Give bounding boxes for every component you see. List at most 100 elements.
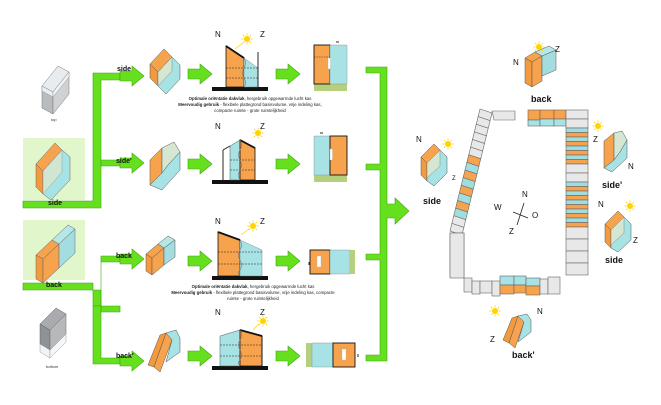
row1-arrow-3 xyxy=(275,63,301,85)
site-unit-greenhouse xyxy=(565,208,589,214)
site-unit xyxy=(565,172,589,183)
caption-text: , hergebruik opgewarmde lucht kas xyxy=(247,284,315,289)
row4-arrow-3 xyxy=(275,345,301,367)
row1-arrow-label: side xyxy=(117,66,132,73)
caption-text: , hergebruik opgewarmde lucht kas xyxy=(244,96,312,101)
compass-north: N xyxy=(522,190,528,199)
row1-arrow-2 xyxy=(187,63,213,85)
site-unit-base xyxy=(565,159,589,165)
caption-bold: Optimale oriëntatie dakvlak xyxy=(191,284,248,289)
site-unit xyxy=(565,262,589,276)
top-volume-icon xyxy=(41,65,70,115)
side-label: side xyxy=(48,200,63,207)
caption-bold: Meervoudig gebruik xyxy=(171,290,213,295)
callout-side-left-icon xyxy=(420,138,454,187)
site-unit-greenhouse xyxy=(565,199,589,205)
site-unit-greenhouse xyxy=(565,217,589,223)
row3-plan xyxy=(308,249,355,275)
back-label: back xyxy=(46,282,62,289)
row4-section-drawing xyxy=(212,315,269,370)
callout-side-left-south: Z xyxy=(452,176,456,182)
row1-south: Z xyxy=(260,30,265,39)
site-unit-greenhouse xyxy=(565,136,589,142)
site-unit-base xyxy=(565,150,589,156)
site-unit xyxy=(565,250,589,264)
row2-north: N xyxy=(215,122,221,131)
row3-arrow-2 xyxy=(187,250,213,272)
site-unit-greenhouse xyxy=(565,145,589,151)
bottom-label: bottom xyxy=(46,364,59,369)
callout-side-prime-label: side' xyxy=(602,180,623,190)
callout-side-prime-north: N xyxy=(628,162,634,171)
back-volume-icon xyxy=(35,224,76,284)
callout-side-right-north: N xyxy=(598,200,604,209)
site-unit xyxy=(565,238,589,252)
callout-back-prime-south: Z xyxy=(490,335,495,344)
row4-plan xyxy=(306,342,359,368)
side-volume-icon xyxy=(35,142,71,201)
row2-arrow-label: side' xyxy=(116,158,132,165)
site-unit-base xyxy=(565,186,589,192)
site-unit-greenhouse xyxy=(565,181,589,187)
row3-arrow-3 xyxy=(275,250,301,272)
callout-side-right-icon xyxy=(604,200,636,253)
site-unit xyxy=(491,110,516,121)
row3-south: Z xyxy=(260,217,265,226)
callout-back-south: Z xyxy=(555,45,560,54)
site-unit-base xyxy=(565,141,589,147)
row2-plan xyxy=(313,132,348,182)
callout-back-prime-label: back' xyxy=(512,350,535,360)
site-unit-base xyxy=(565,132,589,138)
row3-caption: Optimale oriëntatie dakvlak, hergebruik … xyxy=(148,284,358,302)
caption-text: ruimte - grote ruimtelijkheid xyxy=(227,296,279,301)
row3-volume-icon xyxy=(145,235,176,276)
callout-side-prime-icon xyxy=(592,120,628,173)
caption-text: - flexibele plattegrond basisvolume, vri… xyxy=(219,102,322,107)
caption-text: compacte ruimte - grote ruimtelijkheid xyxy=(214,108,286,113)
callout-side-left-label: side xyxy=(423,196,442,206)
row2-arrow-2 xyxy=(187,153,213,175)
callout-side-right-label: side xyxy=(605,255,624,265)
row1-caption: Optimale oriëntatie dakvlak, hergebruik … xyxy=(150,96,350,114)
callout-back-label: back xyxy=(531,94,552,104)
row2-south: Z xyxy=(260,122,265,131)
row2-section-drawing xyxy=(212,127,268,184)
row4-arrow-label: back' xyxy=(116,353,134,360)
site-unit-greenhouse xyxy=(565,127,589,133)
site-unit-base xyxy=(565,204,589,210)
site-unit-base xyxy=(565,195,589,201)
compass-west: W xyxy=(494,203,502,212)
row3-section-drawing xyxy=(212,220,268,280)
row2-arrow-3 xyxy=(275,153,301,175)
callout-side-prime-south: Z xyxy=(593,135,598,144)
caption-bold: Optimale oriëntatie dakvlak xyxy=(188,96,245,101)
caption-bold: Meervoudig gebruik xyxy=(178,102,220,107)
callout-back-prime-icon xyxy=(489,305,532,349)
row4-south: Z xyxy=(260,308,265,317)
caption-text: - flexibele plattegrond basisvolume, vri… xyxy=(212,290,335,295)
row1-north: N xyxy=(215,30,221,39)
row2-volume-icon xyxy=(149,141,181,191)
top-label: top xyxy=(51,117,57,122)
row1-volume-icon xyxy=(149,48,181,95)
row3-north: N xyxy=(215,217,221,226)
callout-side-right-south: Z xyxy=(633,236,638,245)
flow-connector-back xyxy=(22,255,121,365)
bottom-volume-icon xyxy=(39,307,67,359)
compass-east: O xyxy=(532,211,539,220)
flow-collector xyxy=(365,66,410,362)
site-unit-base xyxy=(565,222,589,228)
callout-back-prime-north: N xyxy=(537,307,543,316)
row3-arrow-label: back xyxy=(116,253,132,260)
row4-volume-icon xyxy=(147,329,181,373)
row4-arrow-2 xyxy=(187,345,213,367)
site-unit-greenhouse xyxy=(565,154,589,160)
site-unit-base xyxy=(565,213,589,219)
site-unit-greenhouse xyxy=(565,190,589,196)
callout-back-icon xyxy=(524,41,557,88)
site-unit xyxy=(565,109,589,120)
site-plan xyxy=(449,108,589,297)
callout-back-north: N xyxy=(513,58,519,67)
